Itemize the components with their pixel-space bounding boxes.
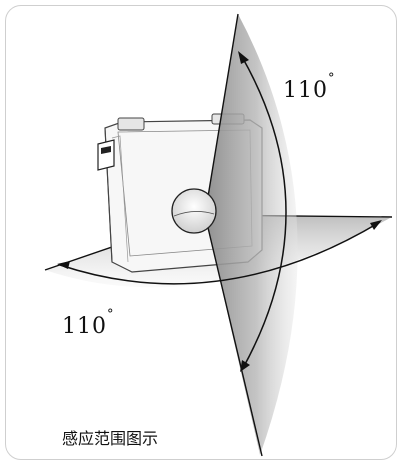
- vertical-boundary-bottom: [204, 214, 263, 457]
- horizontal-arc-arrow: [59, 221, 381, 285]
- sensor-lens: [171, 188, 217, 234]
- horizontal-angle-value: 110: [62, 314, 107, 339]
- vertical-boundary-top: [204, 13, 239, 216]
- vertical-angle-degree: °: [328, 71, 335, 86]
- vertical-angle-value: 110: [283, 78, 328, 103]
- vertical-arrowhead-top: [238, 51, 249, 64]
- vertical-sensing-cone: [205, 14, 298, 455]
- vertical-arrowhead-bottom: [240, 360, 250, 372]
- horizontal-arrowhead-right: [370, 220, 382, 230]
- vertical-arc-arrow: [240, 54, 287, 369]
- horizontal-angle-degree: °: [107, 307, 114, 322]
- horizontal-arrowhead-left: [57, 261, 70, 269]
- diagram-caption: 感应范围图示: [62, 429, 159, 448]
